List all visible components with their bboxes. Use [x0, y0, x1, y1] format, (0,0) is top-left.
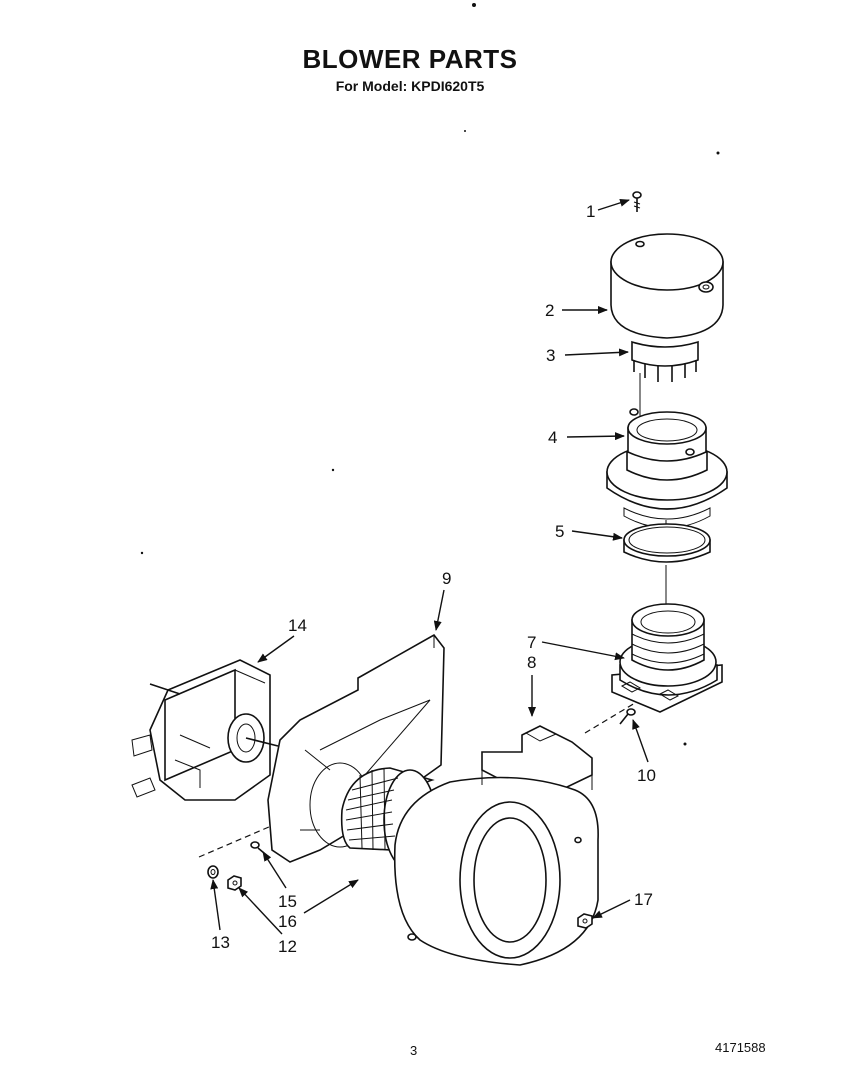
- callout-13: 13: [211, 933, 230, 952]
- part-7-lower-housing: [611, 603, 723, 713]
- part-5-seal-ring: [623, 523, 711, 563]
- callout-15: 15: [278, 892, 297, 911]
- callout-3: 3: [546, 346, 555, 365]
- document-number: 4171588: [715, 1040, 766, 1055]
- callout-leaders: [210, 198, 649, 935]
- part-3-spider-clip: [631, 340, 699, 382]
- model-subtitle: For Model: KPDI620T5: [335, 78, 485, 94]
- callout-14: 14: [288, 616, 307, 635]
- part-10-screw: [619, 708, 636, 725]
- callout-16: 16: [278, 912, 297, 931]
- callout-5: 5: [555, 522, 564, 541]
- page-number: 3: [410, 1043, 418, 1058]
- part-4-upper-housing: [606, 408, 728, 529]
- part-8-bracket-and-scroll-housing: [393, 725, 599, 966]
- part-15-screw: [250, 841, 271, 859]
- callout-2: 2: [545, 301, 554, 320]
- print-specks: [140, 3, 720, 746]
- part-14-blower-motor: [131, 659, 279, 801]
- callout-1: 1: [586, 202, 595, 221]
- callout-8: 8: [527, 653, 536, 672]
- part-1-screw: [632, 191, 642, 212]
- callout-10: 10: [637, 766, 656, 785]
- part-12-nut: [227, 875, 242, 891]
- part-13-washer: [207, 865, 219, 879]
- page-title: BLOWER PARTS: [302, 44, 518, 74]
- callout-labels: 1 2 3 4 5 7 8 9 10 12 13 14 15 16 17: [211, 202, 656, 956]
- callout-9: 9: [442, 569, 451, 588]
- part-2-blower-cap: [610, 233, 724, 339]
- callout-17: 17: [634, 890, 653, 909]
- callout-4: 4: [548, 428, 557, 447]
- part-17-nut: [577, 913, 593, 929]
- callout-12: 12: [278, 937, 297, 956]
- callout-7: 7: [527, 633, 536, 652]
